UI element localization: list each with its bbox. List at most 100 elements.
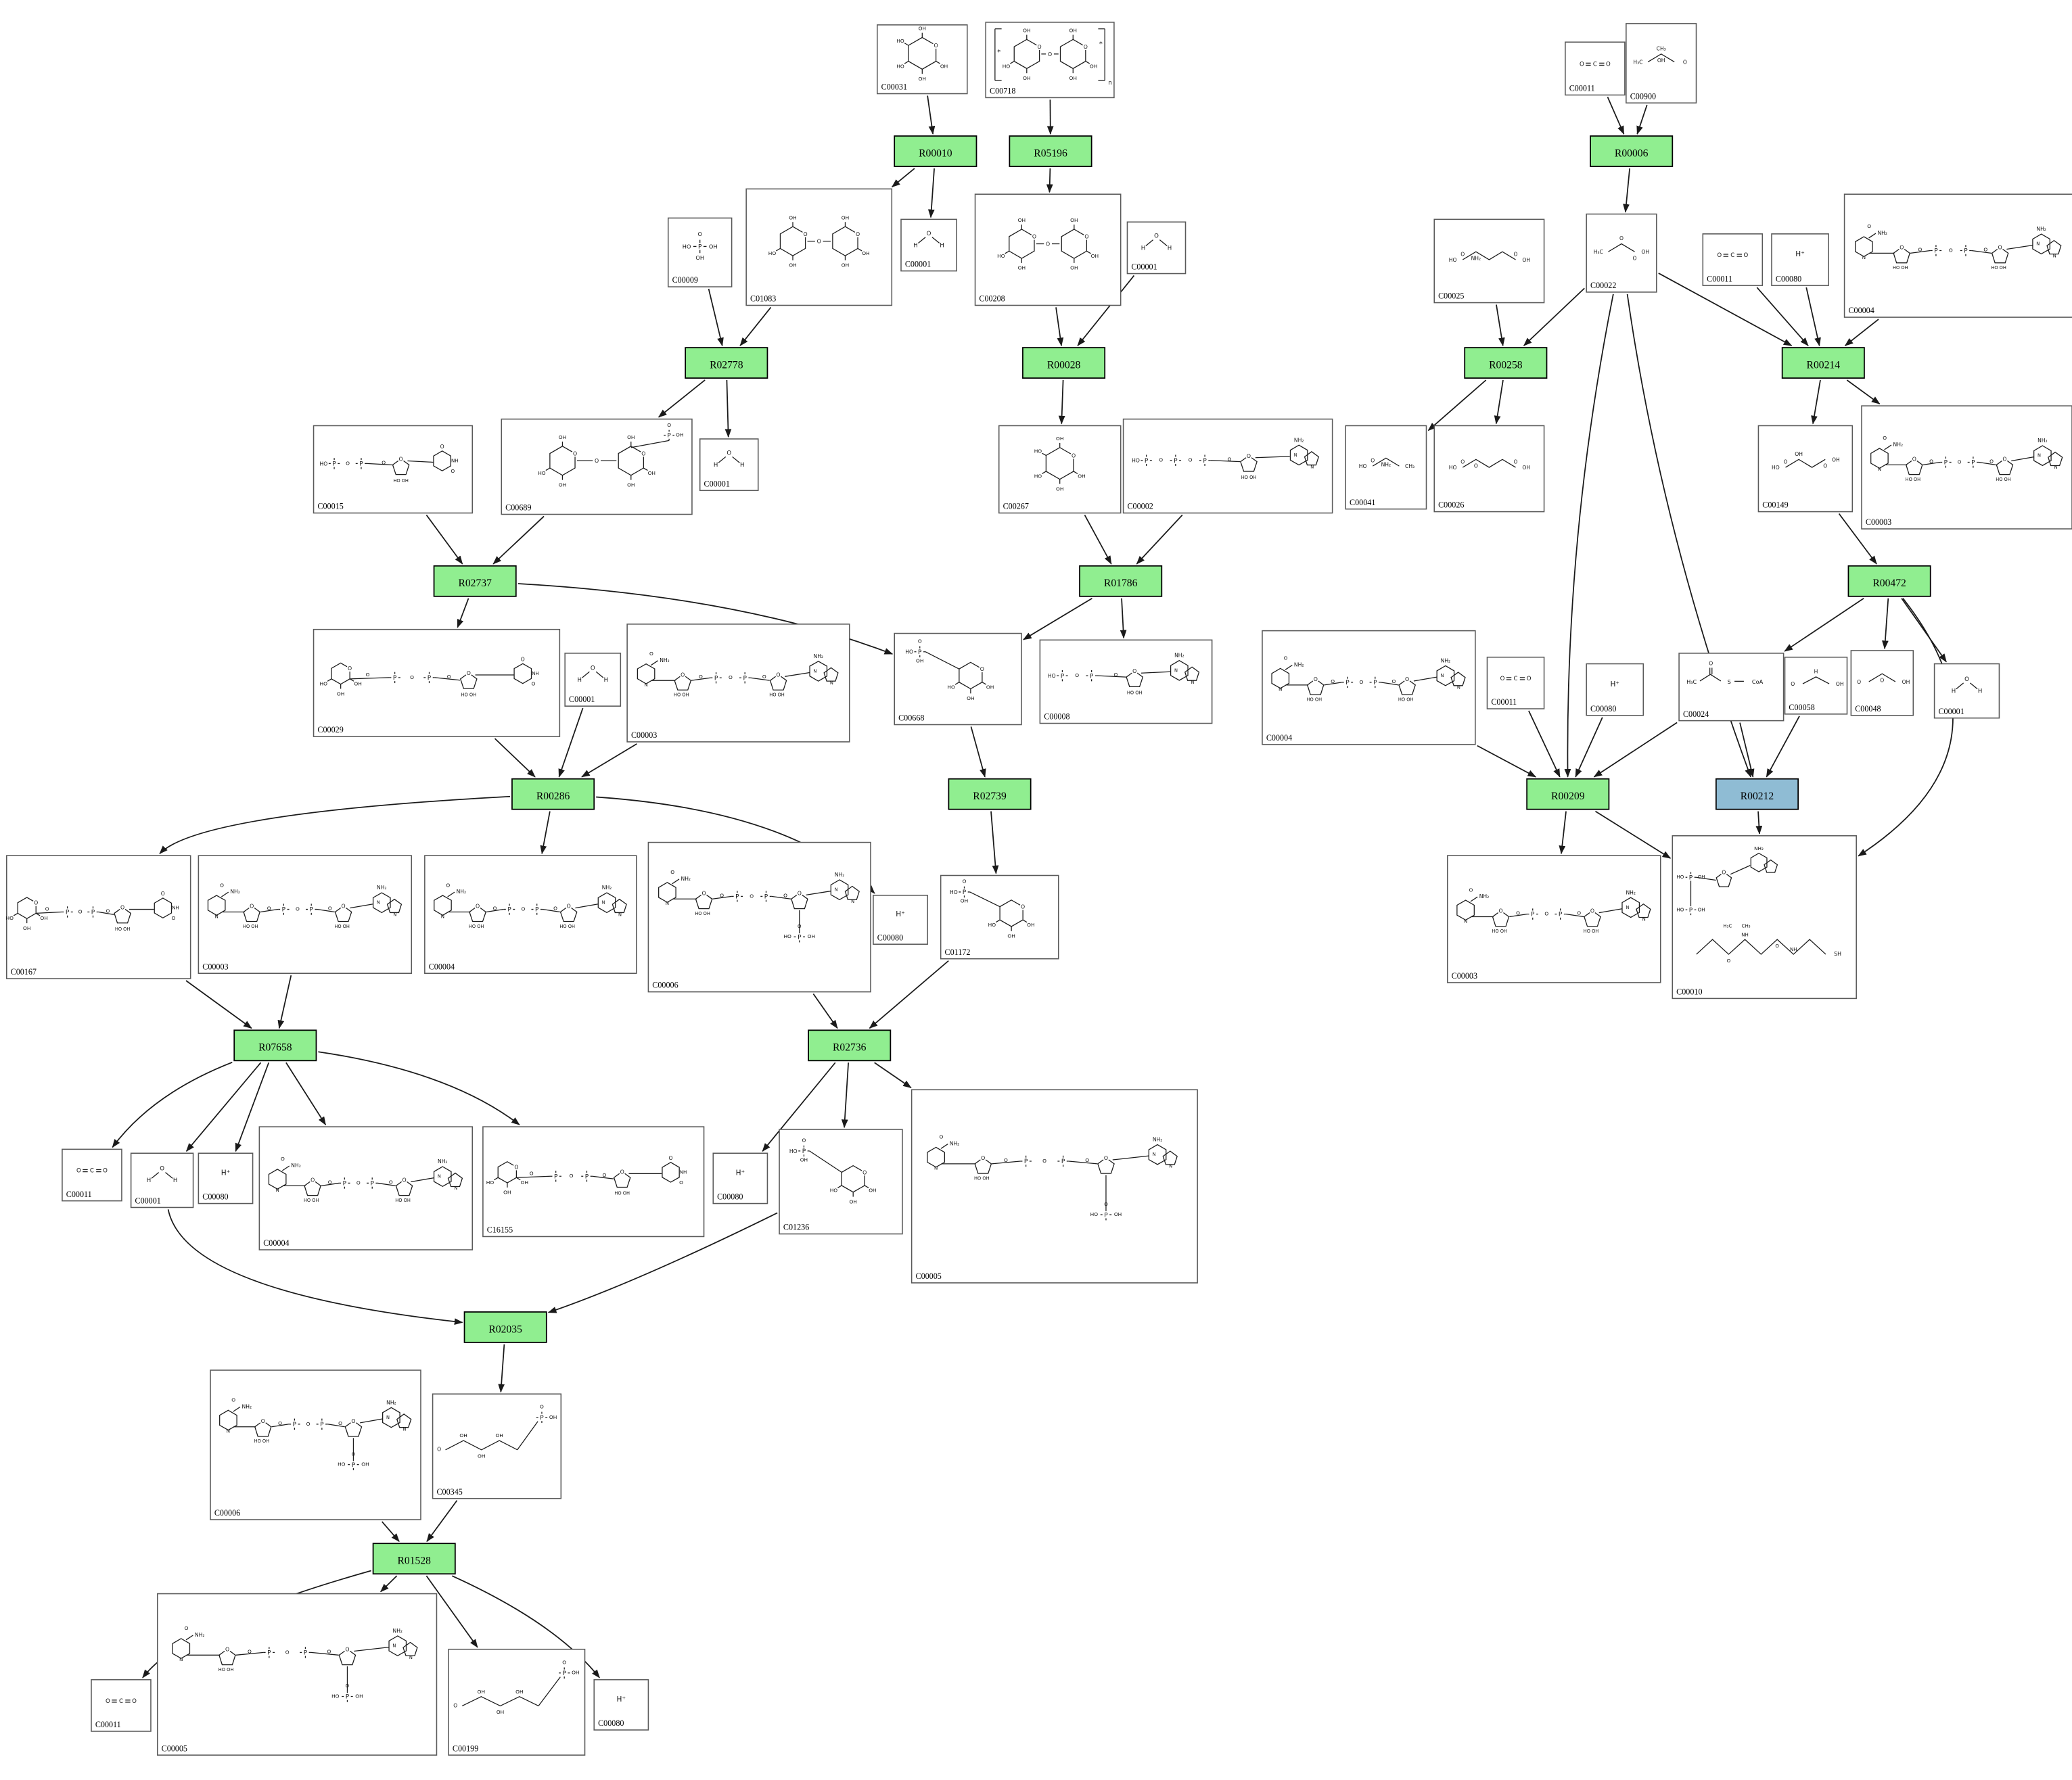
- reaction-node-R00212[interactable]: R00212: [1715, 778, 1799, 810]
- reaction-node-R00209[interactable]: R00209: [1526, 778, 1610, 810]
- compound-node-C00080[interactable]: H⁺C00080: [593, 1679, 649, 1731]
- svg-text:HO: HO: [1034, 448, 1042, 454]
- reaction-node-R05196[interactable]: R05196: [1009, 135, 1092, 167]
- svg-text:HO: HO: [905, 649, 913, 655]
- reaction-node-R07658[interactable]: R07658: [233, 1029, 317, 1062]
- compound-node-C00080[interactable]: H⁺C00080: [873, 895, 928, 945]
- compound-id-label: C00004: [263, 1238, 289, 1248]
- reaction-node-R00028[interactable]: R00028: [1022, 347, 1106, 379]
- compound-node-C00080[interactable]: H⁺C00080: [1771, 233, 1829, 286]
- reaction-node-R02736[interactable]: R02736: [808, 1029, 892, 1062]
- reaction-node-R02739[interactable]: R02739: [948, 778, 1032, 810]
- svg-text:P: P: [304, 1650, 308, 1657]
- reaction-node-R00258[interactable]: R00258: [1464, 347, 1548, 379]
- svg-text:HO: HO: [338, 1461, 346, 1468]
- svg-text:OH: OH: [919, 26, 926, 32]
- svg-text:HO: HO: [1034, 473, 1042, 479]
- svg-text:OH: OH: [627, 482, 635, 488]
- reaction-id-label: R00212: [1741, 791, 1774, 802]
- compound-node-C00080[interactable]: H⁺C00080: [198, 1152, 254, 1204]
- svg-text:O: O: [1727, 958, 1731, 964]
- svg-text:O: O: [440, 444, 444, 450]
- reaction-node-R00214[interactable]: R00214: [1781, 347, 1865, 379]
- svg-text:HO OH: HO OH: [1241, 475, 1257, 480]
- svg-text:C: C: [90, 1168, 94, 1175]
- reaction-node-R01528[interactable]: R01528: [372, 1543, 456, 1575]
- svg-text:N: N: [1310, 464, 1314, 469]
- reaction-node-R02737[interactable]: R02737: [433, 565, 517, 597]
- reaction-node-R02035[interactable]: R02035: [463, 1311, 547, 1343]
- reaction-node-R00010[interactable]: R00010: [894, 135, 977, 167]
- reaction-node-R02778[interactable]: R02778: [685, 347, 768, 379]
- svg-text:H: H: [1168, 245, 1172, 252]
- reaction-node-R00006[interactable]: R00006: [1590, 135, 1674, 167]
- compound-node-C00080[interactable]: H⁺C00080: [712, 1152, 768, 1204]
- reaction-node-R00472[interactable]: R00472: [1847, 565, 1931, 597]
- svg-text:O: O: [410, 674, 414, 680]
- svg-text:HO: HO: [789, 1148, 798, 1154]
- svg-text:CH₃: CH₃: [1405, 463, 1414, 469]
- edge-R01528-to-C00199_1: [425, 1575, 478, 1648]
- svg-text:N: N: [2054, 465, 2057, 470]
- svg-text:O: O: [1722, 870, 1726, 876]
- reaction-id-label: R02778: [710, 359, 743, 371]
- svg-text:O: O: [591, 665, 595, 672]
- reaction-node-R00286[interactable]: R00286: [511, 778, 595, 810]
- reaction-node-R01786[interactable]: R01786: [1079, 565, 1163, 597]
- svg-text:NH: NH: [1790, 946, 1797, 952]
- compound-node-C00080[interactable]: H⁺C00080: [1586, 663, 1644, 716]
